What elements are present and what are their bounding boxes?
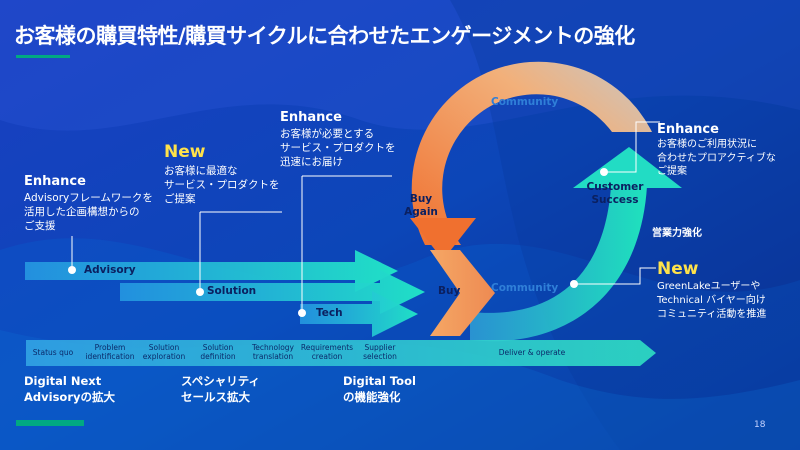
- callout-advisory: Enhance Advisoryフレームワークを 活用した企画構想からの ご支援: [24, 174, 153, 233]
- stage-label: Status quo: [30, 348, 76, 357]
- advisory-arrow: [25, 250, 398, 292]
- stage-line: selection: [363, 352, 397, 361]
- callout-body: お客様のご利用状況に 合わせたプロアクティブな ご提案: [657, 138, 776, 179]
- stage-line: Problem: [94, 343, 126, 352]
- buy-again-line: Again: [404, 206, 438, 218]
- callout-body: お客様が必要とする サービス・プロダクトを 迅速にお届け: [280, 127, 396, 169]
- callout-head: Enhance: [280, 110, 342, 125]
- callout-body: Advisoryフレームワークを 活用した企画構想からの ご支援: [24, 191, 153, 233]
- callout-head-new: New: [657, 259, 699, 279]
- callout-head: Enhance: [24, 174, 86, 189]
- callout-line: Advisoryフレームワークを: [24, 192, 153, 204]
- initiative-line: スペシャリティ: [181, 374, 261, 388]
- callout-head-new: New: [164, 142, 206, 162]
- customer-success-arc: [470, 186, 647, 342]
- buy-again-label: Buy Again: [403, 193, 439, 219]
- tech-arrow-label: Tech: [316, 307, 343, 319]
- callout-proactive: Enhance お客様のご利用状況に 合わせたプロアクティブな ご提案: [657, 122, 776, 179]
- callout-line: お客様に最適な: [164, 165, 238, 177]
- stage-line: identification: [85, 352, 135, 361]
- community-bottom-label: Community: [491, 282, 559, 294]
- stage-line: Status quo: [32, 348, 74, 357]
- initiative-digital-next: Digital Next Advisoryの拡大: [24, 373, 115, 405]
- solution-arrow: [120, 270, 425, 314]
- callout-body: GreenLakeユーザーや Technical バイヤー向け コミュニティ活動…: [657, 280, 766, 322]
- callout-tech: Enhance お客様が必要とする サービス・プロダクトを 迅速にお届け: [280, 110, 396, 169]
- callout-line: GreenLakeユーザーや: [657, 281, 761, 292]
- stage-line: Solution: [148, 343, 180, 352]
- callout-line: 活用した企画構想からの: [24, 206, 140, 218]
- solution-arrow-label: Solution: [207, 285, 257, 297]
- initiative-specialty-sales: スペシャリティ セールス拡大: [181, 373, 260, 405]
- buy-arrow-label: Buy: [438, 285, 461, 297]
- customer-success-line: Success: [591, 194, 639, 206]
- stage-line: Requirements: [300, 343, 354, 352]
- callout-line: 合わせたプロアクティブな: [657, 152, 776, 164]
- initiative-line: Digital Tool: [343, 374, 416, 388]
- initiative-line: セールス拡大: [181, 390, 250, 404]
- callout-line: お客様が必要とする: [280, 128, 375, 140]
- callout-head: Enhance: [657, 122, 719, 137]
- initiative-line: Digital Next: [24, 374, 102, 388]
- advisory-arrow-label: Advisory: [84, 264, 136, 276]
- initiative-line: Advisoryの拡大: [24, 390, 115, 404]
- customer-success-label: Customer Success: [584, 181, 646, 207]
- buy-again-arc: [411, 61, 652, 245]
- callout-line: サービス・プロダクトを: [280, 142, 396, 154]
- callout-line: コミュニティ活動を推進: [657, 309, 767, 320]
- stage-line: exploration: [142, 352, 186, 361]
- initiative-line: の機能強化: [343, 390, 401, 404]
- sales-enhance-label: 営業力強化: [652, 228, 702, 239]
- buy-again-line: Buy: [409, 193, 433, 205]
- callout-community: New GreenLakeユーザーや Technical バイヤー向け コミュニ…: [657, 259, 766, 322]
- footer-accent-bar: [16, 420, 84, 426]
- callout-body: お客様に最適な サービス・プロダクトを ご提案: [164, 164, 280, 206]
- stage-line: creation: [311, 352, 343, 361]
- stage-line: Supplier: [364, 343, 396, 352]
- stage-line: definition: [200, 352, 236, 361]
- page-title: お客様の購買特性/購買サイクルに合わせたエンゲージメントの強化: [14, 24, 635, 48]
- community-top-label: Community: [491, 96, 559, 108]
- callout-line: Technical バイヤー向け: [657, 295, 766, 306]
- page-number: 18: [754, 420, 766, 430]
- callout-solution: New お客様に最適な サービス・プロダクトを ご提案: [164, 142, 280, 206]
- stage-bar: [26, 340, 656, 366]
- callout-line: お客様のご利用状況に: [657, 139, 757, 150]
- callout-line: ご提案: [164, 193, 196, 205]
- callout-line: ご支援: [24, 220, 56, 232]
- stage-line: Solution: [202, 343, 234, 352]
- callout-line: 迅速にお届け: [280, 156, 343, 168]
- customer-success-arrowhead: [573, 147, 682, 188]
- callout-line: サービス・プロダクトを: [164, 179, 280, 191]
- title-accent-bar: [16, 55, 70, 58]
- stage-line: Technology: [251, 343, 294, 352]
- stage-line: Deliver & operate: [498, 348, 566, 357]
- buy-again-arrowhead: [410, 218, 476, 260]
- callout-line: ご提案: [657, 166, 687, 177]
- stage-label: Deliver & operate: [490, 348, 574, 357]
- stage-line: translation: [252, 352, 294, 361]
- initiative-digital-tool: Digital Tool の機能強化: [343, 373, 416, 405]
- customer-success-line: Customer: [586, 181, 644, 193]
- buy-arrow: [430, 250, 495, 336]
- tech-arrow: [300, 291, 418, 337]
